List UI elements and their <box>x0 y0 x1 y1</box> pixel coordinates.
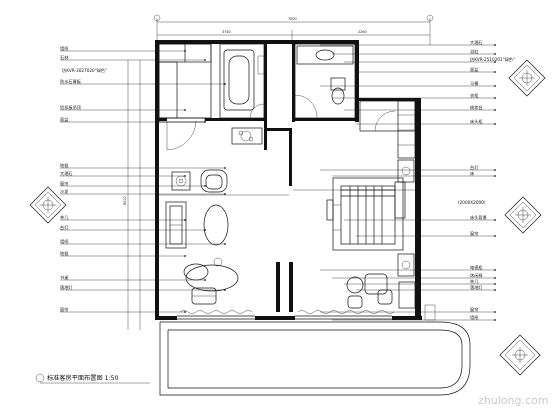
dim-right-seg: 2260 <box>358 30 367 34</box>
annotation-note: 浴缸 <box>470 48 479 55</box>
drawing-title-block: 标准客房平面布置图 1:50 <box>35 373 150 384</box>
leader-dot <box>494 283 496 285</box>
leader-dot <box>494 109 496 111</box>
annotation-note: 地毯 <box>60 250 69 256</box>
entry-area <box>158 43 212 151</box>
leader-dot <box>184 219 186 221</box>
watermark: zhulong.com <box>478 394 548 407</box>
leader-dot <box>494 289 496 291</box>
drawing-title: 标准客房平面布置图 1:50 <box>47 374 119 382</box>
leader-dot <box>494 219 496 221</box>
leader-dot <box>494 97 496 99</box>
dim-left-seg: 3740 <box>222 30 231 34</box>
leader-dot <box>224 167 226 169</box>
leader-dot <box>494 44 496 46</box>
leader-dot <box>494 85 496 87</box>
leader-dot <box>184 255 186 257</box>
annotation-note: 墙纸 <box>60 238 69 245</box>
annotation-note: 面盆 <box>60 116 69 123</box>
annotation-note: 石材 <box>60 54 68 61</box>
annotation-note: 休闲椅 <box>470 272 483 279</box>
annotation-note: 沙发 <box>60 188 69 195</box>
annotation-note: 茶几 <box>60 214 69 221</box>
annotation-note: 大理石 <box>60 170 73 177</box>
annotation-note: 大理石 <box>470 39 483 46</box>
annotation-note: 防水石膏板 <box>60 78 82 85</box>
decor-symbol-right-top <box>508 59 546 97</box>
annotation-note: 书桌 <box>60 274 69 281</box>
annotation-note: 衣柜 <box>470 92 478 99</box>
leader-dot <box>184 175 186 177</box>
left-note-code: 仿KVR-3027020"绿色" <box>62 67 107 74</box>
walls <box>155 40 422 320</box>
leader-dot <box>494 311 496 313</box>
annotation-note: 窗帘 <box>470 230 478 237</box>
bathroom <box>219 43 356 145</box>
leader-dot <box>184 311 186 313</box>
decor-symbol-right-mid <box>504 196 542 234</box>
leader-dot <box>494 319 496 321</box>
annotation-note: 梳妆台 <box>470 104 483 111</box>
decor-symbol-right-bottom <box>499 334 541 376</box>
dim-vertical: 8000 <box>123 196 127 205</box>
leader-dot <box>494 235 496 237</box>
annotation-note: 电视柜 <box>470 264 483 271</box>
annotation-note: 台灯 <box>470 164 479 171</box>
leader-dot <box>494 123 496 125</box>
leader-dot <box>204 279 206 281</box>
balcony <box>159 304 471 396</box>
leader-dot <box>204 229 206 231</box>
leader-dot <box>494 175 496 177</box>
leader-dot <box>224 243 226 245</box>
leader-dot <box>494 169 496 171</box>
annotation-note: 床 <box>470 170 475 177</box>
left-dimension-lines: 8000 <box>123 60 141 330</box>
annotation-note: 茶几 <box>470 278 479 285</box>
leader-dot <box>494 71 496 73</box>
leader-dot <box>494 277 496 279</box>
leader-dot <box>224 193 226 195</box>
annotation-note: 墙纸 <box>470 314 479 321</box>
annotation-note: 地毯 <box>60 162 69 168</box>
annotation-note: 落地灯 <box>60 284 73 291</box>
decor-symbol-left <box>29 186 67 224</box>
windows <box>177 310 395 320</box>
leader-dot <box>494 269 496 271</box>
leader-dot <box>184 109 186 111</box>
living-room <box>159 169 289 305</box>
annotation-note: 面盆 <box>470 66 479 73</box>
annotation-note: 马桶 <box>470 80 478 87</box>
wardrobe <box>359 100 416 159</box>
annotation-note: 床头背景 <box>470 214 487 221</box>
leader-dot <box>224 289 226 291</box>
bedroom <box>293 159 416 309</box>
annotation-note: 铝扣板吊顶 <box>60 104 82 111</box>
dim-overall: 7000 <box>288 17 297 21</box>
leader-dot <box>184 50 186 52</box>
annotation-note: 台灯 <box>60 224 69 231</box>
annotation-note: 窗帘 <box>60 306 68 313</box>
annotation-note: 窗帘 <box>470 306 478 313</box>
leader-dot <box>494 53 496 55</box>
leader-dot <box>204 59 206 61</box>
annotation-note: 窗帘 <box>60 180 68 187</box>
room-size-label: (2000X2000) <box>458 200 486 205</box>
leader-dot <box>494 61 496 63</box>
leader-dot <box>224 83 226 85</box>
annotation-note: 床头柜 <box>470 118 483 125</box>
top-dimension-lines: 7000 3740 2260 <box>153 14 434 45</box>
leader-dot <box>204 121 206 123</box>
leader-dot <box>204 185 206 187</box>
annotation-note: 仿KVR-2510201"绿色" <box>470 56 515 63</box>
annotation-note: 落地灯 <box>470 284 483 291</box>
annotation-note: 墙纸 <box>60 45 69 52</box>
